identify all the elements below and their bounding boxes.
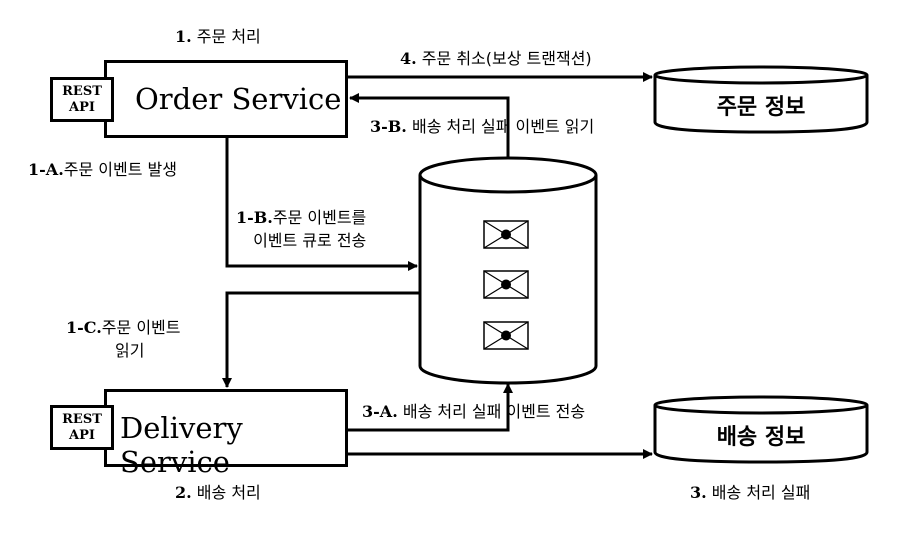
order-info-label: 주문 정보 — [716, 95, 806, 120]
api-label: API — [69, 99, 95, 115]
envelope-icon — [483, 220, 529, 249]
order-rest-api-box: REST API — [50, 77, 114, 122]
order-info-db-shape — [653, 65, 869, 134]
delivery-service-box: Delivery Service — [104, 389, 348, 479]
label-read-failure-event: 3-B. 배송 처리 실패 이벤트 읽기 — [370, 117, 595, 136]
arrow-send-order-event — [225, 138, 418, 271]
label-delivery-processing: 2. 배송 처리 — [175, 483, 261, 502]
order-service-title: Order Service — [135, 82, 342, 116]
rest-label: REST — [62, 83, 102, 99]
label-order-event-created: 1-A.주문 이벤트 발생 — [28, 160, 177, 179]
arrow-read-failure-event — [349, 93, 510, 158]
api-label: API — [69, 427, 95, 443]
envelope-icon — [483, 270, 529, 299]
label-delivery-failure: 3. 배송 처리 실패 — [690, 483, 811, 502]
label-cancel-order: 4. 주문 취소(보상 트랜잭션) — [400, 49, 592, 68]
delivery-info-db-shape — [653, 395, 869, 464]
delivery-service-title: Delivery Service — [120, 411, 243, 479]
order-service-box: Order Service — [104, 60, 348, 138]
envelope-icon — [483, 321, 529, 350]
label-read-order-event: 1-C.주문 이벤트 읽기 — [66, 318, 181, 360]
arrow-read-order-event — [222, 291, 420, 388]
delivery-rest-api-box: REST API — [50, 405, 114, 450]
label-send-order-event: 1-B.주문 이벤트를 이벤트 큐로 전송 — [236, 208, 367, 250]
delivery-info-label: 배송 정보 — [716, 425, 806, 450]
arrow-send-failure-event — [347, 383, 513, 432]
label-order-processing: 1. 주문 처리 — [175, 27, 261, 46]
label-send-failure-event: 3-A. 배송 처리 실패 이벤트 전송 — [362, 402, 586, 421]
rest-label: REST — [62, 411, 102, 427]
